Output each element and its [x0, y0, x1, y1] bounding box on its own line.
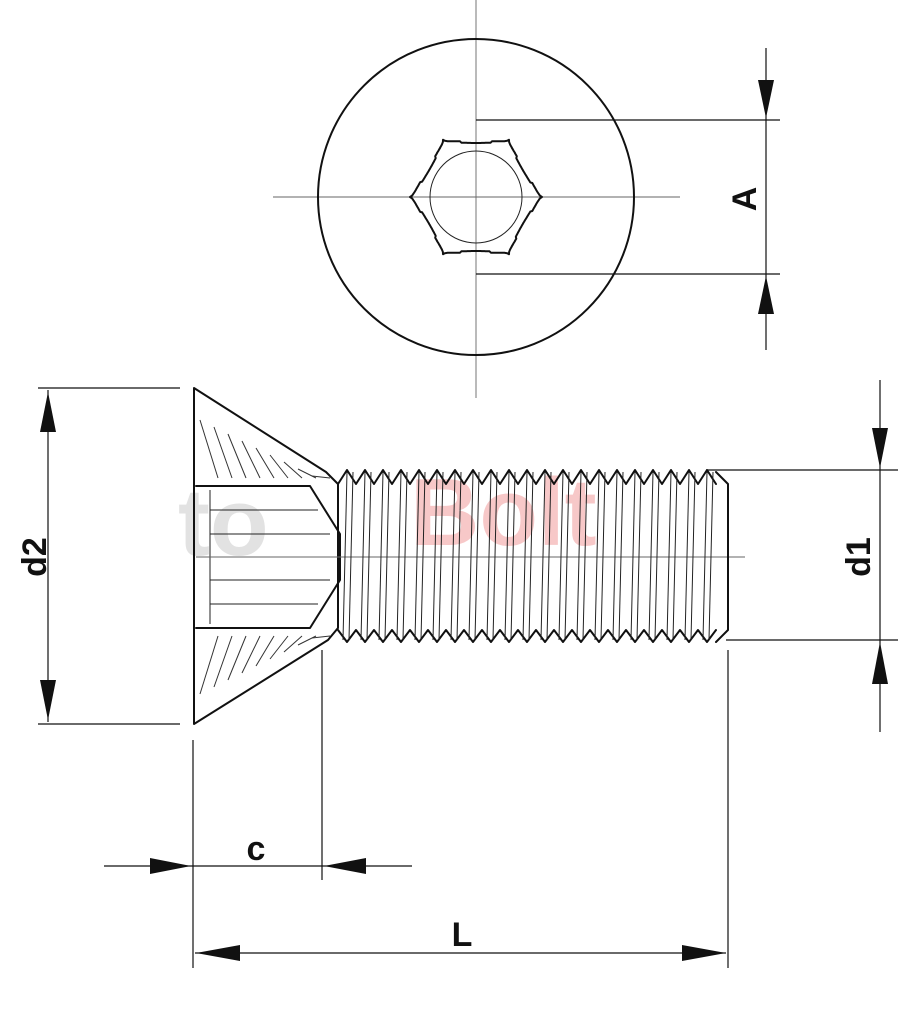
thread-flank-line: [348, 471, 354, 641]
thread-flank-line: [342, 471, 348, 641]
thread-flank-line: [576, 471, 582, 641]
a-arrow-top: [758, 80, 774, 118]
thread-flank-line: [486, 471, 492, 641]
thread-crest-bottom: [337, 629, 717, 643]
thread-flank-line: [594, 471, 600, 641]
head-outer-circle: [317, 38, 635, 356]
thread-flank-line: [504, 471, 510, 641]
thread-flank-line: [546, 471, 552, 641]
hatch-line: [311, 475, 331, 479]
head-profile: [193, 387, 339, 725]
thread-flank-line: [360, 471, 366, 641]
thread-flank-line: [708, 471, 714, 641]
thread-flank-line: [456, 471, 462, 641]
thread-flank-line: [414, 471, 420, 641]
thread-flank-line: [600, 471, 606, 641]
thread-flank-line: [564, 471, 570, 641]
hatch-line: [199, 419, 219, 479]
thread-flank-line: [420, 471, 426, 641]
label-c: c: [247, 830, 266, 868]
thread-flank-line: [474, 471, 480, 641]
d2-arrow-bottom: [40, 680, 56, 720]
hatch-line: [283, 635, 303, 653]
thread-flank-line: [378, 471, 384, 641]
hatch-line: [227, 433, 247, 479]
d1-arrow-bottom: [872, 642, 888, 684]
hatch-line: [241, 635, 261, 674]
hatch-line: [283, 461, 303, 479]
thread-flank-line: [648, 471, 654, 641]
thread-flank-line: [690, 471, 696, 641]
hatch-line: [199, 635, 219, 695]
hatch-line: [213, 635, 233, 688]
thread-flank-line: [468, 471, 474, 641]
thread-crest-top: [337, 469, 717, 485]
thread-flank-line: [636, 471, 642, 641]
thread-flank-line: [432, 471, 438, 641]
thread-flank-line: [396, 471, 402, 641]
label-a: A: [726, 187, 764, 212]
thread-flank-line: [540, 471, 546, 641]
hatch-line: [269, 635, 289, 660]
c-arrow-left: [150, 858, 191, 874]
thread-flank-line: [384, 471, 390, 641]
c-arrow-right: [324, 858, 366, 874]
shank-end-chamfer: [715, 471, 729, 643]
label-d1: d1: [840, 537, 878, 577]
a-arrow-bottom: [758, 276, 774, 314]
thread-flank-line: [510, 471, 516, 641]
hatch-line: [269, 454, 289, 479]
hatch-line: [241, 440, 261, 479]
thread-flank-line: [630, 471, 636, 641]
thread-flank-line: [492, 471, 498, 641]
threaded-shank: [337, 469, 729, 643]
torx-recess-outline: [409, 138, 543, 256]
l-arrow-right: [682, 945, 726, 961]
dimension-d1: d1: [706, 380, 898, 732]
thread-flank-line: [654, 471, 660, 641]
head-section-hatching: [199, 419, 331, 695]
thread-flank-line: [702, 471, 708, 641]
top-view: [273, 0, 680, 398]
thread-flank-line: [618, 471, 624, 641]
d2-arrow-top: [40, 392, 56, 432]
hatch-line: [255, 635, 275, 667]
thread-flank-line: [450, 471, 456, 641]
thread-flank-line: [666, 471, 672, 641]
l-arrow-left: [196, 945, 240, 961]
hatch-line: [227, 635, 247, 681]
d1-arrow-top: [872, 428, 888, 468]
torx-inner-circle: [429, 150, 523, 244]
dimension-d2: d2: [16, 387, 180, 725]
thread-flank-line: [528, 471, 534, 641]
thread-flank-line: [522, 471, 528, 641]
thread-flank-line: [582, 471, 588, 641]
thread-flank-line: [612, 471, 618, 641]
label-d2: d2: [16, 537, 54, 577]
thread-flank-lines: [342, 471, 714, 641]
label-l: L: [452, 916, 473, 954]
thread-flank-line: [438, 471, 444, 641]
side-view: [193, 387, 745, 725]
hatch-line: [311, 635, 331, 639]
dimension-a: A: [476, 48, 780, 350]
hatch-line: [213, 426, 233, 479]
thread-flank-line: [672, 471, 678, 641]
thread-flank-line: [558, 471, 564, 641]
thread-flank-line: [366, 471, 372, 641]
dimension-c: c: [104, 650, 412, 968]
hatch-line: [255, 447, 275, 479]
thread-flank-line: [402, 471, 408, 641]
thread-flank-line: [684, 471, 690, 641]
dimension-l: L: [195, 650, 729, 968]
